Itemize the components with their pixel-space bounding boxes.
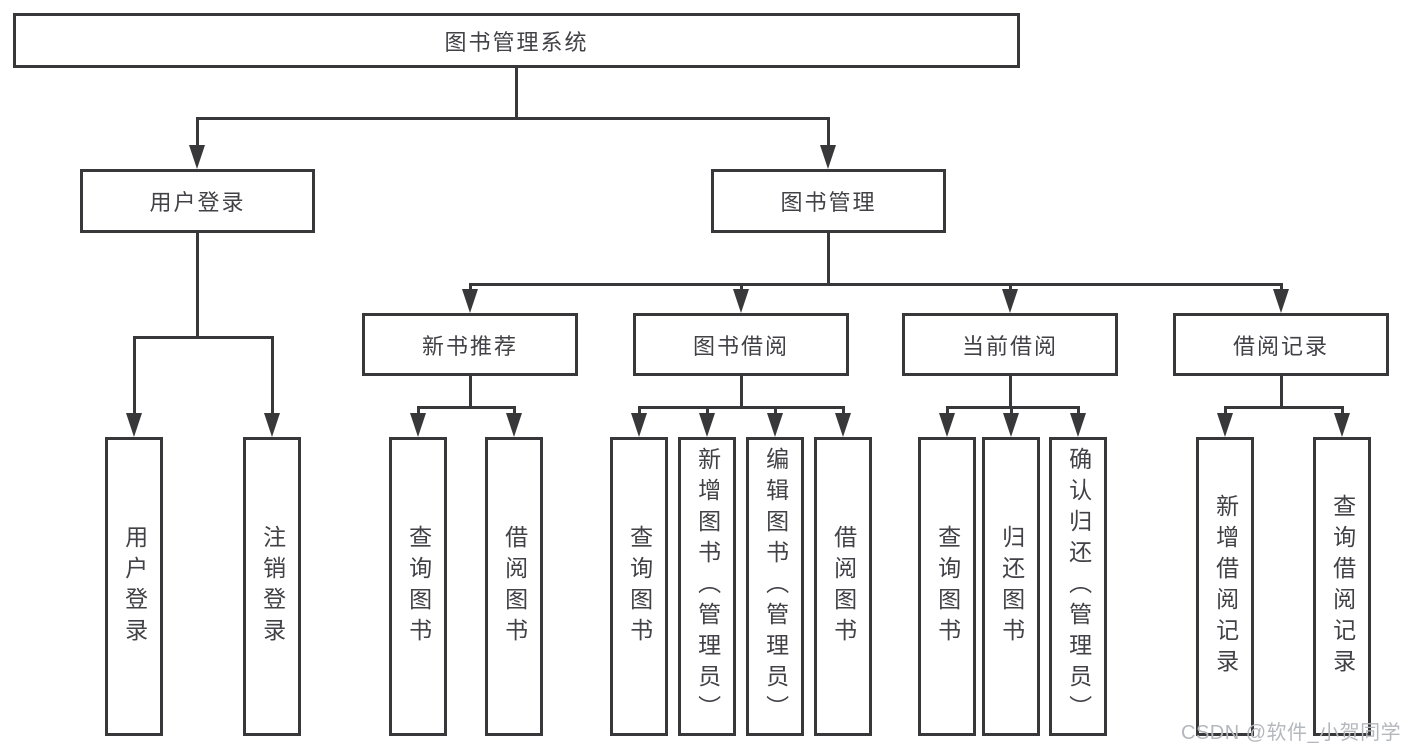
leaf-query-books-current: 查询图书 [918,437,976,736]
watermark: CSDN @软件_小贺同学 [1181,722,1402,744]
connector-line [417,406,420,418]
arrow-down-icon [631,413,647,437]
arrow-down-icon [767,413,783,437]
node-book-management: 图书管理 [711,169,946,233]
leaf-user-login: 用户登录 [105,437,163,736]
node-label: 归还图书 [998,524,1025,649]
arrow-down-icon [1002,289,1018,313]
connector-line [1280,283,1283,293]
arrow-down-icon [410,413,426,437]
connector-line [1341,406,1344,418]
leaf-query-borrow-record: 查询借阅记录 [1313,437,1371,736]
connector-line [827,117,830,150]
connector-line [842,406,845,418]
connector-line [133,336,273,339]
arrow-down-icon [835,413,851,437]
leaf-add-books-admin: 新增图书（管理员） [678,437,736,736]
connector-line [1009,283,1012,293]
arrow-down-icon [1003,413,1019,437]
connector-line [196,117,829,120]
connector-line [513,406,516,418]
node-label: 注销登录 [259,524,286,649]
node-label: 新书推荐 [421,333,518,359]
arrow-down-icon [1217,413,1233,437]
connector-line [706,406,709,418]
node-label: 确认归还（管理员） [1065,447,1092,726]
node-current-borrow: 当前借阅 [902,313,1118,376]
node-label: 借阅记录 [1232,333,1329,359]
connector-line [774,406,777,418]
connector-line [946,406,949,418]
arrow-down-icon [1070,413,1086,437]
node-label: 当前借阅 [961,333,1058,359]
connector-line [638,406,845,409]
arrow-down-icon [462,289,478,313]
arrow-down-icon [506,413,522,437]
node-label: 图书借阅 [692,333,789,359]
connector-line [1224,406,1343,409]
connector-line [515,68,518,117]
connector-line [1224,406,1227,418]
arrow-down-icon [733,289,749,313]
node-new-book-recommend: 新书推荐 [362,313,578,376]
connector-line [1077,406,1080,418]
node-label: 新增借阅记录 [1212,493,1239,680]
connector-line [1010,406,1013,418]
leaf-borrow-books: 借阅图书 [814,437,872,736]
arrow-down-icon [189,145,205,169]
arrow-down-icon [820,145,836,169]
arrow-down-icon [126,413,142,437]
node-library-system: 图书管理系统 [13,13,1020,68]
connector-line [417,406,516,409]
node-label: 借阅图书 [501,524,528,649]
connector-line [196,117,199,150]
leaf-confirm-return-admin: 确认归还（管理员） [1049,437,1107,736]
node-label: 借阅图书 [830,524,857,649]
node-label: 用户登录 [121,524,148,649]
node-label: 图书管理系统 [444,29,589,55]
node-borrow-records: 借阅记录 [1173,313,1389,376]
node-label: 查询图书 [934,524,961,649]
connector-line [469,376,472,409]
leaf-add-borrow-record: 新增借阅记录 [1196,437,1254,736]
connector-line [196,233,199,339]
node-label: 编辑图书（管理员） [762,447,789,726]
leaf-query-books-borrow: 查询图书 [610,437,668,736]
connector-line [946,406,1080,409]
node-label: 图书管理 [780,190,877,215]
arrow-down-icon [1273,289,1289,313]
connector-line [133,336,136,416]
connector-line [271,336,274,416]
arrow-down-icon [699,413,715,437]
leaf-borrow-books-recommend: 借阅图书 [485,437,543,736]
connector-line [1280,376,1283,409]
arrow-down-icon [1334,413,1350,437]
arrow-down-icon [264,413,280,437]
node-user-login-group: 用户登录 [80,169,315,233]
node-label: 查询借阅记录 [1329,493,1356,680]
arrow-down-icon [939,413,955,437]
connector-line [827,233,830,285]
leaf-query-books-recommend: 查询图书 [389,437,447,736]
node-label: 查询图书 [626,524,653,649]
connector-line [469,283,1282,286]
leaf-logout: 注销登录 [243,437,301,736]
connector-line [1009,376,1012,409]
leaf-edit-books-admin: 编辑图书（管理员） [746,437,804,736]
connector-line [740,376,743,409]
connector-line [740,283,743,293]
node-label: 用户登录 [149,190,246,215]
node-book-borrow: 图书借阅 [633,313,849,376]
leaf-return-books: 归还图书 [982,437,1040,736]
node-label: 查询图书 [405,524,432,649]
connector-line [638,406,641,418]
connector-line [469,283,472,293]
node-label: 新增图书（管理员） [694,447,721,726]
